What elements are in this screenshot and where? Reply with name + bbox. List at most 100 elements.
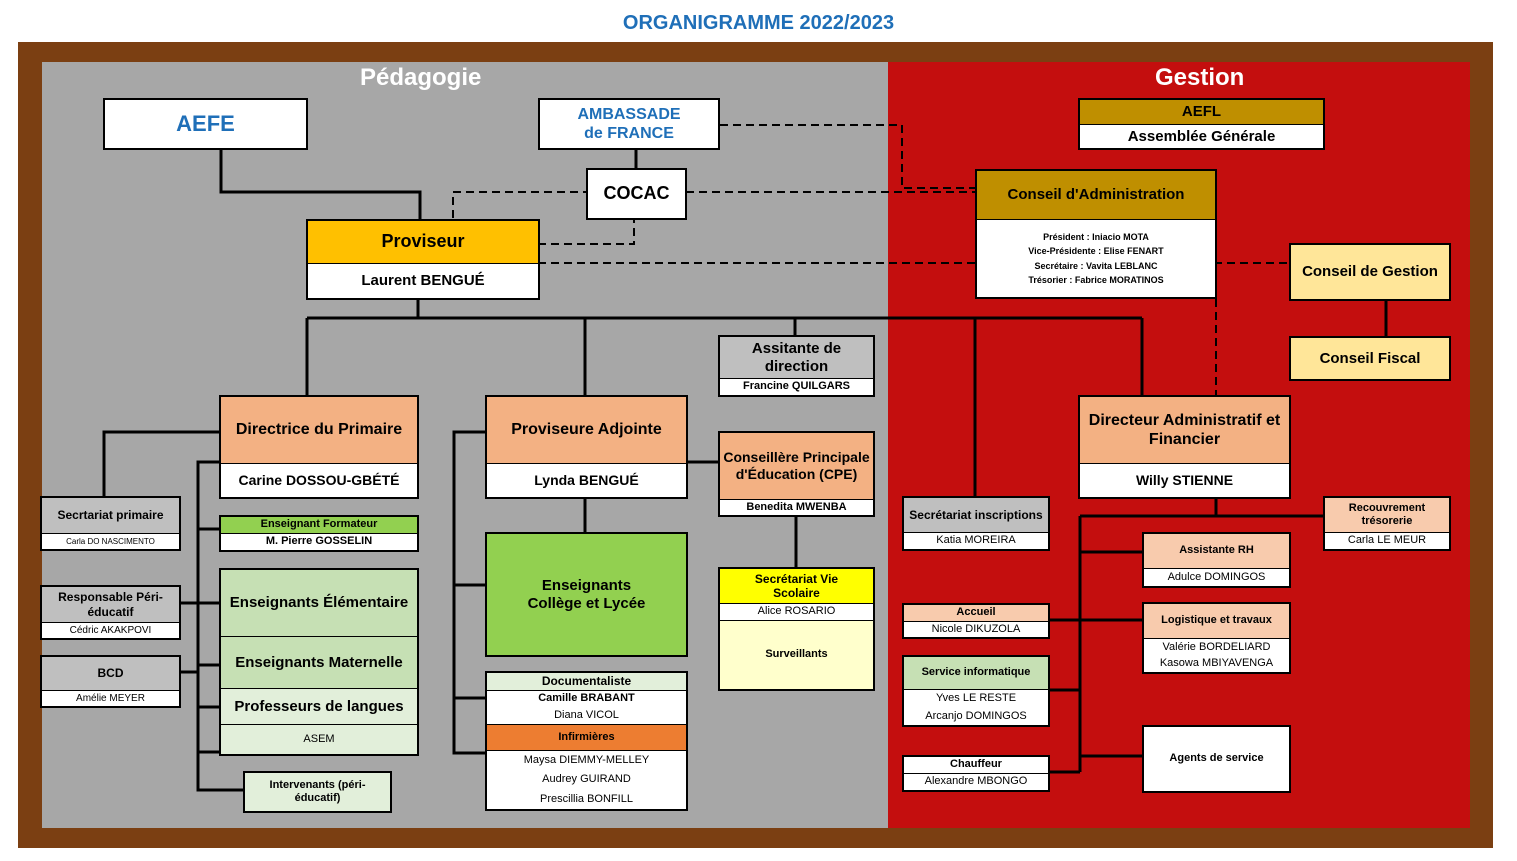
responsable-peri-box: Responsable Péri-éducatif Cédric AKAKPOV… xyxy=(40,585,181,640)
assistante-rh-title: Assistante RH xyxy=(1179,544,1254,557)
enseignants-maternelle: Enseignants Maternelle xyxy=(221,636,417,688)
assistante-rh-box: Assistante RH Adulce DOMINGOS xyxy=(1142,532,1291,588)
enseignants-college-label: Enseignants Collège et Lycée xyxy=(527,576,646,612)
aefl-box: AEFL Assemblée Générale xyxy=(1078,98,1325,150)
ca-vice-presidente: Vice-Présidente : Elise FENART xyxy=(1028,246,1164,257)
aefl-subtitle: Assemblée Générale xyxy=(1080,124,1323,148)
assistante-rh-name: Adulce DOMINGOS xyxy=(1144,568,1289,586)
enseignants-elementaire: Enseignants Élémentaire xyxy=(221,570,417,636)
assistante-direction-box: Assitante de direction Francine QUILGARS xyxy=(718,335,875,397)
daf-title: Directeur Administratif et Financier xyxy=(1080,397,1289,463)
infirmiere-name-2: Audrey GUIRAND xyxy=(542,773,631,786)
secretariat-inscriptions-title: Secrétariat inscriptions xyxy=(909,507,1043,522)
gestion-heading: Gestion xyxy=(1155,64,1245,91)
cpe-box: Conseillère Principale d'Éducation (CPE)… xyxy=(718,431,875,517)
recouvrement-name: Carla LE MEUR xyxy=(1325,532,1449,549)
logistique-name-2: Kasowa MBIYAVENGA xyxy=(1144,655,1289,672)
proviseure-adjointe-box: Proviseure Adjointe Lynda BENGUÉ xyxy=(485,395,688,499)
intervenants-label: Intervenants (péri-éducatif) xyxy=(269,778,366,804)
secretariat-inscriptions-box: Secrétariat inscriptions Katia MOREIRA xyxy=(902,496,1050,551)
directrice-primaire-title: Directrice du Primaire xyxy=(221,397,417,463)
infirmiere-name-3: Prescillia BONFILL xyxy=(540,792,633,805)
logistique-box: Logistique et travaux Valérie BORDELIARD… xyxy=(1142,602,1291,674)
documentaliste-name-1: Camille BRABANT xyxy=(487,690,686,707)
ca-president: Président : Iniacio MOTA xyxy=(1043,231,1149,242)
accueil-box: Accueil Nicole DIKUZOLA xyxy=(902,603,1050,639)
bcd-title: BCD xyxy=(97,666,124,681)
daf-box: Directeur Administratif et Financier Wil… xyxy=(1078,395,1291,499)
conseil-gestion-box: Conseil de Gestion xyxy=(1289,243,1451,301)
secretariat-primaire-title: Secrtariat primaire xyxy=(57,508,164,523)
proviseure-adjointe-title: Proviseure Adjointe xyxy=(487,397,686,463)
service-informatique-title: Service informatique xyxy=(921,666,1031,679)
aefe-box: AEFE xyxy=(103,98,308,150)
enseignants-college-box: Enseignants Collège et Lycée xyxy=(485,532,688,657)
daf-name: Willy STIENNE xyxy=(1080,463,1289,497)
logistique-title: Logistique et travaux xyxy=(1161,614,1272,627)
enseignant-formateur-title: Enseignant Formateur xyxy=(221,517,417,533)
secretariat-primaire-box: Secrtariat primaire Carla DO NASCIMENTO xyxy=(40,496,181,551)
assistante-direction-name: Francine QUILGARS xyxy=(720,378,873,395)
infirmiere-name-1: Maysa DIEMMY-MELLEY xyxy=(487,750,686,770)
logistique-name-1: Valérie BORDELIARD xyxy=(1144,638,1289,656)
documentaliste-title: Documentaliste xyxy=(487,673,686,690)
cocac-box: COCAC xyxy=(586,168,687,220)
documentaliste-infirmieres-stack: Documentaliste Camille BRABANT Diana VIC… xyxy=(485,671,688,811)
conseil-fiscal-box: Conseil Fiscal xyxy=(1289,336,1451,381)
chauffeur-name: Alexandre MBONGO xyxy=(904,773,1048,790)
enseignants-primaire-stack: Enseignants Élémentaire Enseignants Mate… xyxy=(219,568,419,756)
cocac-label: COCAC xyxy=(603,183,670,204)
ca-secretaire: Secrétaire : Vavita LEBLANC xyxy=(1034,260,1158,271)
vie-scolaire-stack: Secrétariat Vie Scolaire Alice ROSARIO S… xyxy=(718,567,875,691)
vie-scolaire-name: Alice ROSARIO xyxy=(720,603,873,620)
chauffeur-box: Chauffeur Alexandre MBONGO xyxy=(902,755,1050,792)
bcd-box: BCD Amélie MEYER xyxy=(40,655,181,708)
secretariat-primaire-name: Carla DO NASCIMENTO xyxy=(42,533,179,549)
chauffeur-title: Chauffeur xyxy=(950,758,1002,771)
bcd-name: Amélie MEYER xyxy=(42,690,179,706)
service-informatique-box: Service informatique Yves LE RESTE Arcan… xyxy=(902,655,1050,727)
cpe-name: Benedita MWENBA xyxy=(720,499,873,515)
proviseur-box: Proviseur Laurent BENGUÉ xyxy=(306,219,540,300)
professeurs-langues: Professeurs de langues xyxy=(221,688,417,724)
surveillants-label: Surveillants xyxy=(720,620,873,689)
enseignant-formateur-name: M. Pierre GOSSELIN xyxy=(221,533,417,550)
aefl-title: AEFL xyxy=(1080,100,1323,124)
conseil-administration-members: Président : Iniacio MOTA Vice-Présidente… xyxy=(977,219,1215,297)
conseil-administration-title: Conseil d'Administration xyxy=(977,171,1215,219)
page-title: ORGANIGRAMME 2022/2023 xyxy=(622,12,895,34)
pedagogie-heading: Pédagogie xyxy=(360,64,482,91)
accueil-title: Accueil xyxy=(956,606,996,619)
intervenants-box: Intervenants (péri-éducatif) xyxy=(243,771,392,813)
service-informatique-name-1: Yves LE RESTE xyxy=(904,689,1048,708)
responsable-peri-title: Responsable Péri-éducatif xyxy=(58,590,163,619)
ca-tresorier: Trésorier : Fabrice MORATINOS xyxy=(1028,274,1164,285)
enseignant-formateur-box: Enseignant Formateur M. Pierre GOSSELIN xyxy=(219,515,419,552)
recouvrement-box: Recouvrement trésorerie Carla LE MEUR xyxy=(1323,496,1451,551)
cpe-title: Conseillère Principale d'Éducation (CPE) xyxy=(720,433,873,499)
conseil-gestion-label: Conseil de Gestion xyxy=(1302,263,1438,280)
aefe-label: AEFE xyxy=(176,110,235,136)
proviseur-name: Laurent BENGUÉ xyxy=(308,263,538,298)
service-informatique-name-2: Arcanjo DOMINGOS xyxy=(904,707,1048,725)
proviseure-adjointe-name: Lynda BENGUÉ xyxy=(487,463,686,497)
agents-service-box: Agents de service xyxy=(1142,725,1291,793)
directrice-primaire-name: Carine DOSSOU-GBÉTÉ xyxy=(221,463,417,497)
infirmieres-title: Infirmières xyxy=(487,724,686,750)
responsable-peri-name: Cédric AKAKPOVI xyxy=(42,622,179,638)
documentaliste-name-2: Diana VICOL xyxy=(554,708,619,721)
vie-scolaire-title: Secrétariat Vie Scolaire xyxy=(720,569,873,603)
ambassade-box: AMBASSADE de FRANCE xyxy=(538,98,720,150)
directrice-primaire-box: Directrice du Primaire Carine DOSSOU-GBÉ… xyxy=(219,395,419,499)
agents-service-label: Agents de service xyxy=(1169,752,1264,765)
secretariat-inscriptions-name: Katia MOREIRA xyxy=(904,532,1048,549)
conseil-fiscal-label: Conseil Fiscal xyxy=(1319,349,1421,367)
recouvrement-title: Recouvrement trésorerie xyxy=(1348,501,1426,527)
conseil-administration-box: Conseil d'Administration Président : Ini… xyxy=(975,169,1217,299)
ambassade-line1: AMBASSADE xyxy=(577,105,681,123)
assistante-direction-title: Assitante de direction xyxy=(751,339,842,375)
proviseur-title: Proviseur xyxy=(308,221,538,263)
accueil-name: Nicole DIKUZOLA xyxy=(904,620,1048,637)
asem: ASEM xyxy=(221,724,417,754)
ambassade-line2: de FRANCE xyxy=(584,125,674,142)
